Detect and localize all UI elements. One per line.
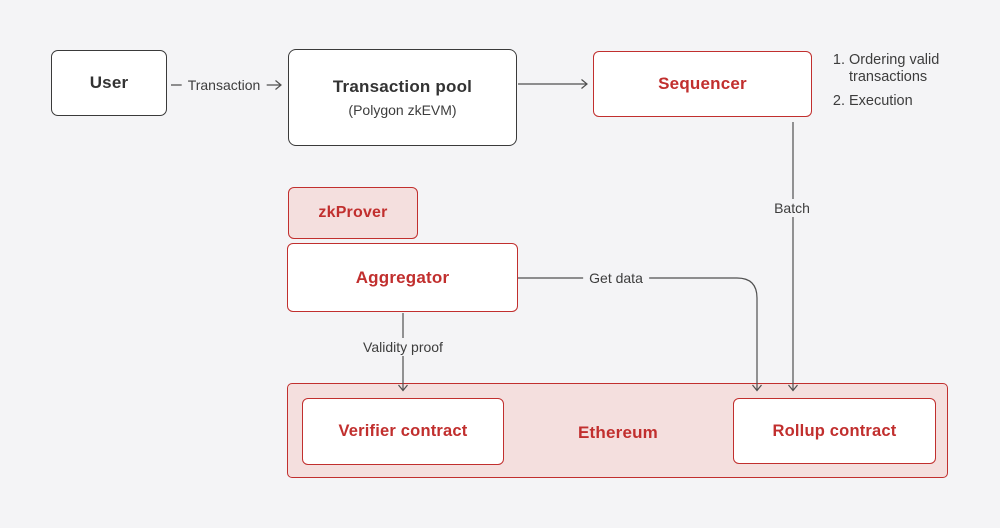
node-sequencer: Sequencer	[593, 51, 812, 117]
sequencer-note-item: Ordering valid transactions	[849, 52, 996, 86]
node-zkprover: zkProver	[288, 187, 418, 239]
arrowhead-pool-to-sequencer	[581, 79, 588, 89]
node-sequencer-label: Sequencer	[658, 74, 747, 93]
node-rollup-contract-label: Rollup contract	[772, 421, 897, 440]
node-transaction-pool-sublabel: (Polygon zkEVM)	[348, 102, 457, 118]
node-user-label: User	[89, 73, 129, 92]
arrowhead-user-to-pool	[275, 80, 282, 90]
node-aggregator: Aggregator	[287, 243, 518, 312]
node-rollup-contract: Rollup contract	[733, 398, 936, 464]
node-aggregator-label: Aggregator	[355, 267, 450, 287]
sequencer-notes: Ordering valid transactions Execution	[828, 52, 996, 110]
node-verifier-contract: Verifier contract	[302, 398, 504, 465]
edge-label-batch: Batch	[768, 199, 816, 217]
node-user: User	[51, 50, 167, 116]
sequencer-notes-list: Ordering valid transactions Execution	[828, 52, 996, 110]
edge-label-transaction: Transaction	[181, 76, 267, 94]
sequencer-note-item: Execution	[849, 93, 996, 110]
edge-label-validity-proof: Validity proof	[357, 338, 449, 356]
edge-label-get-data: Get data	[583, 269, 649, 287]
node-zkprover-label: zkProver	[318, 204, 388, 221]
node-transaction-pool: Transaction pool (Polygon zkEVM)	[288, 49, 517, 146]
node-verifier-contract-label: Verifier contract	[338, 422, 468, 440]
edge-get-data	[518, 277, 758, 390]
node-transaction-pool-label: Transaction pool	[332, 77, 473, 96]
ethereum-label: Ethereum	[577, 423, 659, 442]
